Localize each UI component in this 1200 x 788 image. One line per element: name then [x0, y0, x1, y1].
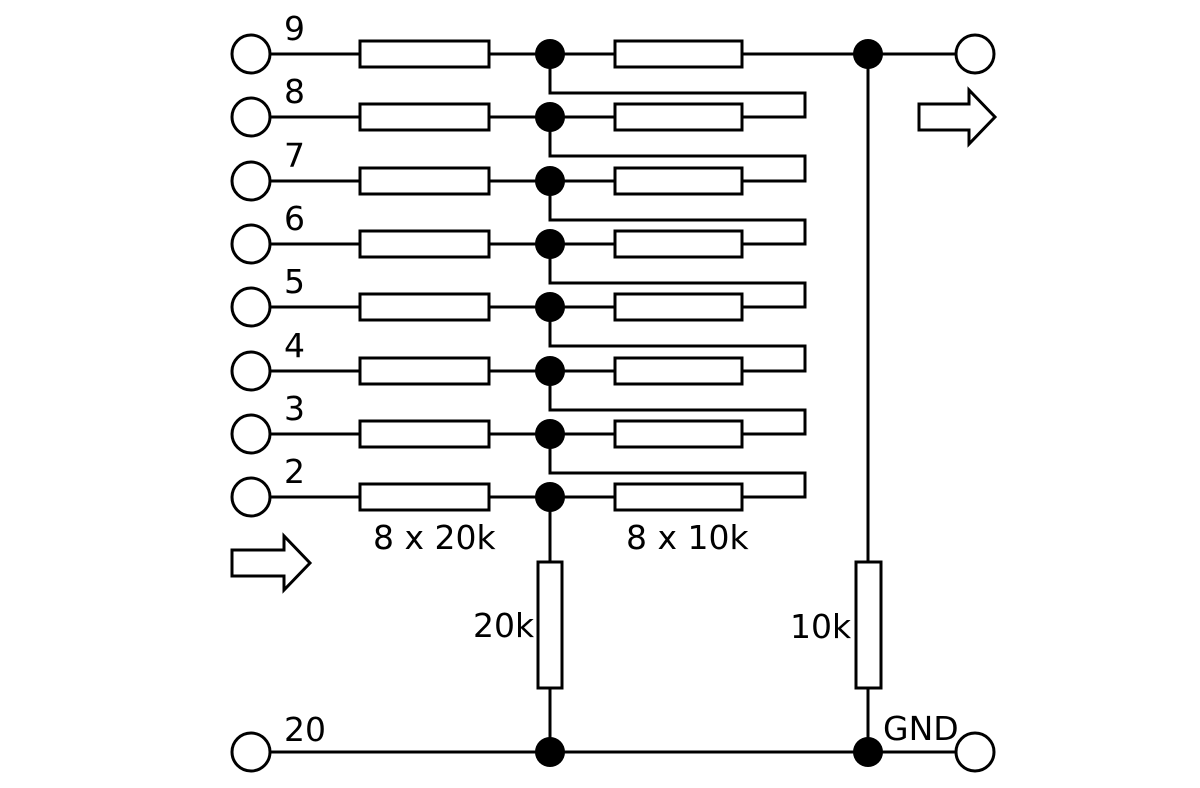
ladder-loop-wire [548, 52, 807, 119]
static-wiring [268, 52, 957, 754]
ladder-loop-wire [548, 305, 807, 373]
ladder-resistor [613, 419, 744, 449]
ladder-resistors-label: 8 x 10k [626, 518, 749, 557]
ladder-loop-wire [548, 369, 807, 436]
right-arrow-icon [917, 86, 998, 148]
gnd-terminal [954, 731, 996, 773]
pin-4-label: 4 [284, 326, 305, 365]
junction-node [853, 39, 883, 69]
ladder-loop-wire [548, 242, 807, 309]
pin-6-terminal [230, 223, 272, 265]
junction-node [535, 737, 565, 767]
input-resistor [358, 102, 491, 132]
pin-20-terminal [230, 731, 272, 773]
ladder-resistor [613, 102, 744, 132]
input-resistor [358, 229, 491, 259]
ladder-resistor [613, 356, 744, 386]
ladder-resistor [613, 166, 744, 196]
junction-node [535, 166, 565, 196]
resistor-10k [854, 560, 883, 690]
pin-4-terminal [230, 350, 272, 392]
pin-7-label: 7 [284, 136, 305, 175]
pin-8-label: 8 [284, 72, 305, 111]
junction-node [535, 229, 565, 259]
input-resistor [358, 356, 491, 386]
input-resistor [358, 39, 491, 69]
junction-node [535, 292, 565, 322]
junction-node [535, 482, 565, 512]
junction-node [535, 39, 565, 69]
input-resistor [358, 166, 491, 196]
resistor-10k-label: 10k [790, 607, 852, 646]
ladder-resistor [613, 482, 744, 512]
ladder-loop-wire [548, 179, 807, 246]
pin-8-terminal [230, 96, 272, 138]
ladder-resistor [613, 39, 744, 69]
pin-5-label: 5 [284, 262, 305, 301]
output-terminal [954, 33, 996, 75]
ladder-loop-wire [548, 115, 807, 183]
ladder-resistor [613, 229, 744, 259]
pin-2-terminal [230, 476, 272, 518]
ladder-rows: 9 8 7 6 5 4 3 2 [230, 9, 870, 518]
gnd-label: GND [883, 709, 959, 748]
pin-3-label: 3 [284, 389, 305, 428]
pin-5-terminal [230, 286, 272, 328]
input-resistor [358, 419, 491, 449]
pin-9-terminal [230, 33, 272, 75]
junction-node [535, 419, 565, 449]
right-arrow-icon [230, 532, 313, 594]
ladder-resistor [613, 292, 744, 322]
input-resistor [358, 292, 491, 322]
pin-2-label: 2 [284, 452, 305, 491]
pin-20-label: 20 [284, 710, 326, 749]
resistor-20k-label: 20k [473, 606, 535, 645]
input-resistors-label: 8 x 20k [373, 518, 496, 557]
pin-7-terminal [230, 160, 272, 202]
junction-node [853, 737, 883, 767]
junction-node [535, 356, 565, 386]
pin-6-label: 6 [284, 199, 305, 238]
resistor-20k [536, 560, 564, 690]
ladder-loop-wire [548, 432, 807, 499]
input-resistor [358, 482, 491, 512]
pin-3-terminal [230, 413, 272, 455]
pin-9-label: 9 [284, 9, 305, 48]
junction-node [535, 102, 565, 132]
